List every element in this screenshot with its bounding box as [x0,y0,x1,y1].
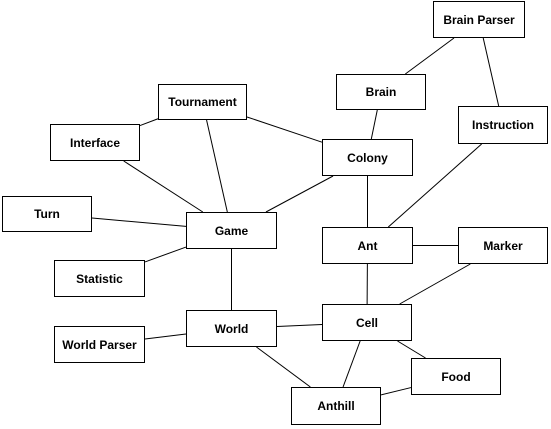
edge-brain-brain-parser [405,37,455,75]
node-tournament[interactable]: Tournament [158,84,247,120]
edge-tournament-colony [246,116,323,143]
node-instruction[interactable]: Instruction [458,106,548,144]
node-brain[interactable]: Brain [336,74,426,110]
edge-cell-food [397,340,426,359]
edge-cell-anthill [342,340,361,388]
edge-tournament-interface [139,118,159,127]
edge-turn-game [91,217,187,227]
edge-cell-marker [399,263,471,305]
node-world-parser[interactable]: World Parser [54,326,145,363]
node-interface[interactable]: Interface [50,124,140,161]
node-marker[interactable]: Marker [458,227,548,264]
edge-tournament-game [206,119,228,213]
node-statistic[interactable]: Statistic [54,260,145,297]
edge-world-cell [276,323,323,327]
node-brain-parser[interactable]: Brain Parser [433,1,525,38]
node-ant[interactable]: Ant [322,227,413,264]
edge-world-parser-world [144,333,187,340]
edge-world-anthill [256,346,311,388]
edge-interface-game [123,160,204,213]
edge-game-statistic [144,246,187,263]
node-colony[interactable]: Colony [322,139,413,176]
edge-brain-parser-instruction [482,37,500,107]
node-cell[interactable]: Cell [322,304,412,341]
edge-anthill-food [380,387,412,396]
node-game[interactable]: Game [186,212,277,249]
node-anthill[interactable]: Anthill [291,387,381,425]
edge-colony-game [265,175,334,213]
edge-brain-colony [370,109,378,140]
edge-instruction-ant [387,143,482,228]
node-world[interactable]: World [186,310,277,347]
node-turn[interactable]: Turn [2,196,92,232]
node-food[interactable]: Food [411,358,501,395]
